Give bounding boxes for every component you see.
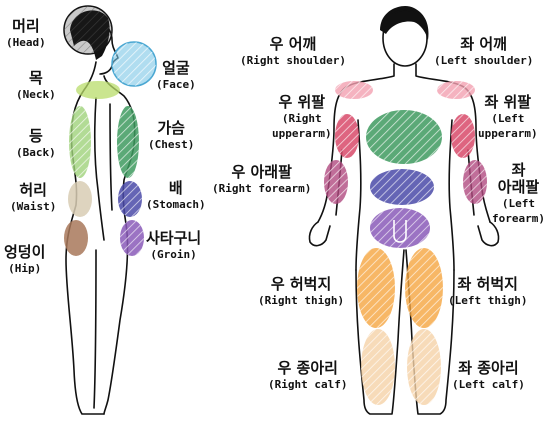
label-left-shoulder-en: (Left shoulder) xyxy=(434,53,533,68)
label-left-forearm-ko1: 좌 xyxy=(492,162,545,179)
front-regions xyxy=(324,81,487,405)
label-waist-en: (Waist) xyxy=(10,199,56,214)
label-left-upperarm: 좌 위팔 (Left upperarm) xyxy=(478,94,538,141)
label-right-calf-ko: 우 종아리 xyxy=(268,360,347,377)
label-hip-ko: 엉덩이 xyxy=(4,244,45,261)
label-left-upperarm-en1: (Left xyxy=(478,111,538,126)
label-neck-en: (Neck) xyxy=(16,87,56,102)
label-left-thigh: 좌 허벅지 (Left thigh) xyxy=(448,276,527,308)
label-waist: 허리 (Waist) xyxy=(10,182,56,214)
label-right-upperarm: 우 위팔 (Right upperarm) xyxy=(272,94,332,141)
label-back-en: (Back) xyxy=(16,145,56,160)
label-left-upperarm-ko: 좌 위팔 xyxy=(478,94,538,111)
label-groin-en: (Groin) xyxy=(146,247,201,262)
label-right-thigh-ko: 우 허벅지 xyxy=(258,276,344,293)
label-left-shoulder-ko: 좌 어깨 xyxy=(434,36,533,53)
label-chest-ko: 가슴 xyxy=(148,120,194,137)
label-face-en: (Face) xyxy=(156,77,196,92)
label-stomach: 배 (Stomach) xyxy=(146,180,206,212)
label-left-forearm-en2: forearm) xyxy=(492,211,545,226)
label-waist-ko: 허리 xyxy=(10,182,56,199)
neck-region xyxy=(76,81,120,99)
waist-region xyxy=(68,181,92,217)
label-back-ko: 등 xyxy=(16,128,56,145)
label-right-upperarm-en2: upperarm) xyxy=(272,126,332,141)
label-right-thigh-en: (Right thigh) xyxy=(258,293,344,308)
label-left-calf: 좌 종아리 (Left calf) xyxy=(452,360,525,392)
hip-region xyxy=(64,220,88,256)
label-right-shoulder: 우 어깨 (Right shoulder) xyxy=(240,36,346,68)
label-right-shoulder-ko: 우 어깨 xyxy=(240,36,346,53)
label-left-forearm: 좌 아래팔 (Left forearm) xyxy=(492,162,545,226)
label-face: 얼굴 (Face) xyxy=(156,60,196,92)
label-back: 등 (Back) xyxy=(16,128,56,160)
label-right-thigh: 우 허벅지 (Right thigh) xyxy=(258,276,344,308)
label-left-thigh-en: (Left thigh) xyxy=(448,293,527,308)
label-left-calf-en: (Left calf) xyxy=(452,377,525,392)
label-right-forearm-ko: 우 아래팔 xyxy=(212,164,311,181)
label-right-forearm: 우 아래팔 (Right forearm) xyxy=(212,164,311,196)
label-groin: 사타구니 (Groin) xyxy=(146,230,201,262)
label-left-calf-ko: 좌 종아리 xyxy=(452,360,525,377)
label-hip-en: (Hip) xyxy=(4,261,45,276)
label-left-forearm-ko2: 아래팔 xyxy=(492,179,545,196)
label-right-calf-en: (Right calf) xyxy=(268,377,347,392)
label-chest: 가슴 (Chest) xyxy=(148,120,194,152)
label-stomach-en: (Stomach) xyxy=(146,197,206,212)
label-groin-ko: 사타구니 xyxy=(146,230,201,247)
label-right-shoulder-en: (Right shoulder) xyxy=(240,53,346,68)
label-chest-en: (Chest) xyxy=(148,137,194,152)
label-head-ko: 머리 xyxy=(6,18,46,35)
label-head: 머리 (Head) xyxy=(6,18,46,50)
label-right-forearm-en: (Right forearm) xyxy=(212,181,311,196)
label-left-upperarm-en2: upperarm) xyxy=(478,126,538,141)
label-face-ko: 얼굴 xyxy=(156,60,196,77)
label-neck-ko: 목 xyxy=(16,70,56,87)
label-right-calf: 우 종아리 (Right calf) xyxy=(268,360,347,392)
label-left-shoulder: 좌 어깨 (Left shoulder) xyxy=(434,36,533,68)
label-right-upperarm-ko: 우 위팔 xyxy=(272,94,332,111)
label-hip: 엉덩이 (Hip) xyxy=(4,244,45,276)
label-stomach-ko: 배 xyxy=(146,180,206,197)
label-head-en: (Head) xyxy=(6,35,46,50)
label-right-upperarm-en1: (Right xyxy=(272,111,332,126)
label-neck: 목 (Neck) xyxy=(16,70,56,102)
label-left-thigh-ko: 좌 허벅지 xyxy=(448,276,527,293)
label-left-forearm-en1: (Left xyxy=(492,196,545,211)
